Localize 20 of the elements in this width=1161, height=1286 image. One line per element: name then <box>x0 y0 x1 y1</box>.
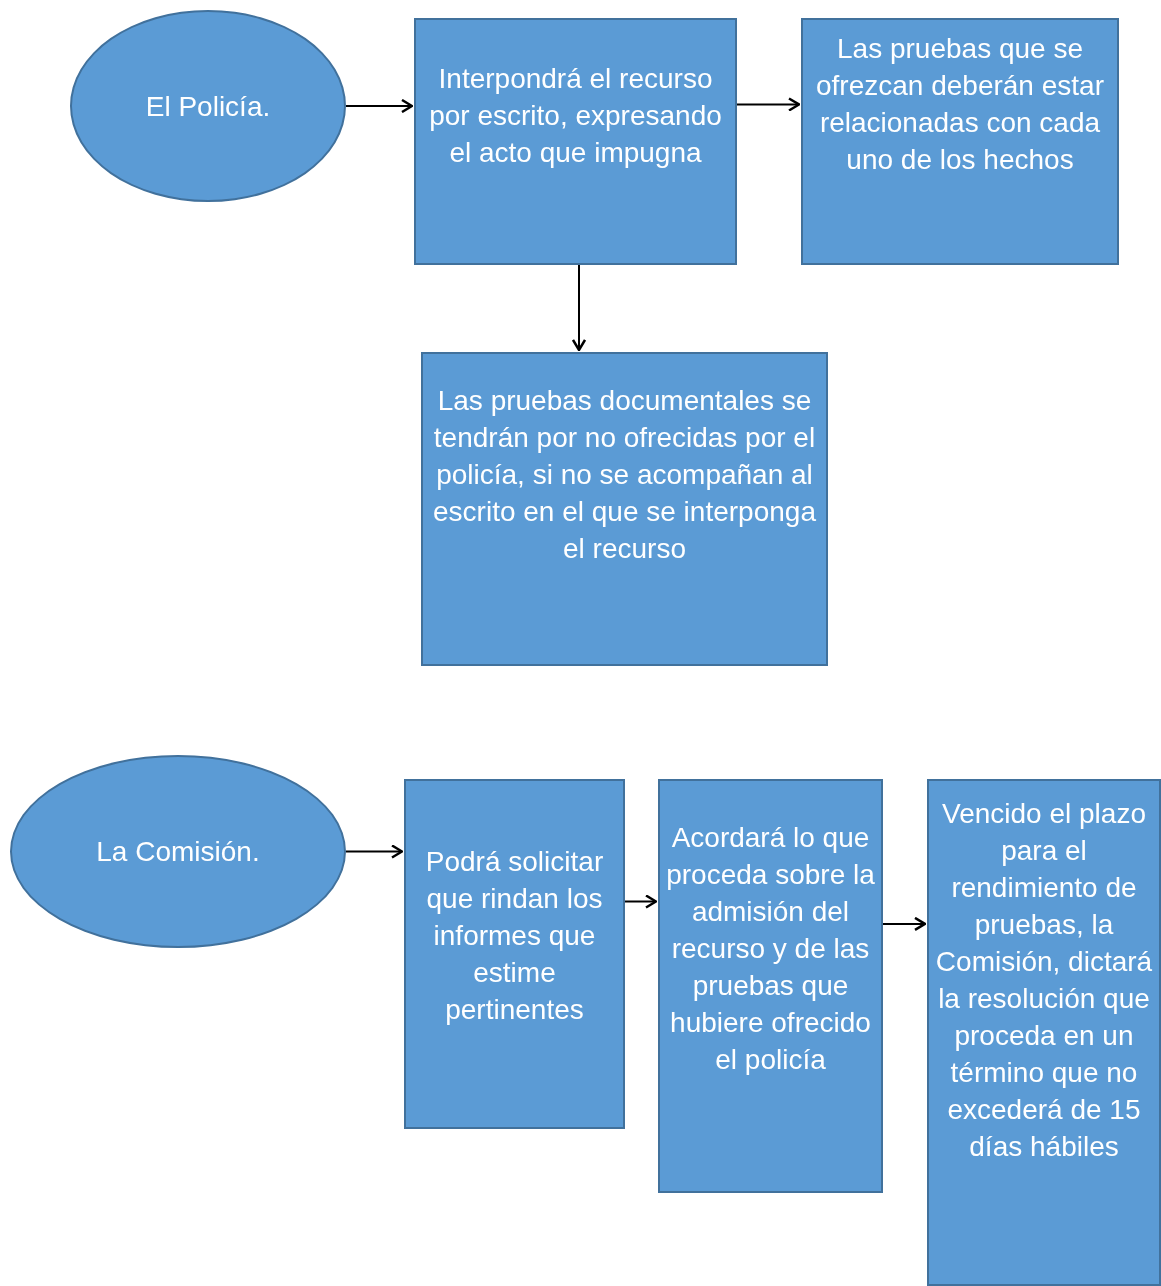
arrow <box>736 97 801 112</box>
node-text: El Policía. <box>145 89 271 124</box>
arrow <box>624 894 658 909</box>
node-text: Podrá solicitar que rindan los informes que estime pertinentes <box>424 845 605 1027</box>
process-box <box>801 18 1119 265</box>
arrow <box>882 916 927 932</box>
node-text: Las pruebas documentales se tendrán por no ofrecidas por el policía, si no se acompañan al escrito en el que se interponga el recurso <box>432 384 817 566</box>
node-text: Vencido el plazo para el rendimiento de pruebas, la Comisión, dictará la resolución que proceda en un término que no excederá de 15 días hábiles <box>934 797 1154 1164</box>
node-text: Acordará lo que proceda sobre la admisión del recurso y de las pruebas que hubiere ofrecido el policía <box>665 821 876 1077</box>
arrow <box>571 264 587 352</box>
process-box <box>658 779 883 1193</box>
process-box <box>421 352 828 666</box>
node-text: Interpondrá el recurso por escrito, expresando el acto que impugna <box>428 62 723 170</box>
process-box <box>414 18 737 265</box>
node-text: Las pruebas que se ofrezcan deberán estar relacionadas con cada uno de los hechos <box>815 32 1105 177</box>
process-box <box>927 779 1161 1286</box>
arrow <box>345 844 404 859</box>
process-box <box>404 779 625 1129</box>
node-text: La Comisión. <box>96 835 260 869</box>
arrow <box>345 98 414 114</box>
